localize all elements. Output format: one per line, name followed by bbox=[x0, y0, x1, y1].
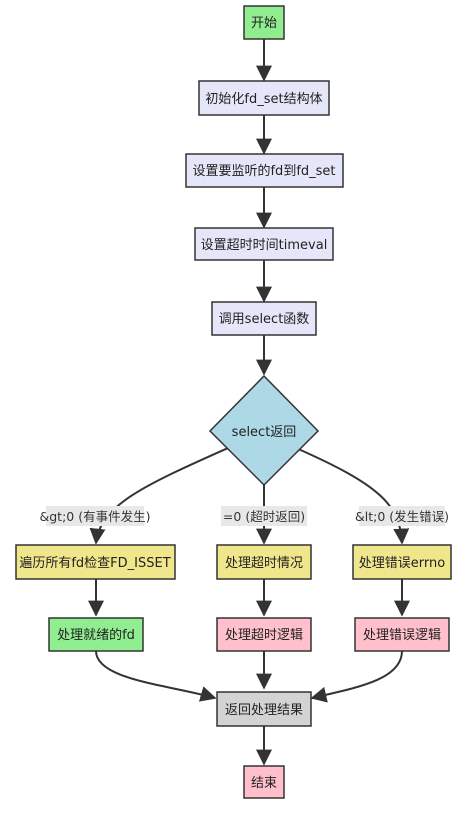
edge-label-gt0: &gt;0 (有事件发生) bbox=[40, 509, 151, 524]
node-error-logic-box bbox=[354, 617, 450, 652]
node-init-box bbox=[198, 80, 330, 116]
node-errno-case-label: 处理错误errno bbox=[359, 556, 445, 571]
node-timeout-case[interactable]: 处理超时情况 bbox=[216, 544, 312, 580]
edge-decision-iterate bbox=[89, 447, 229, 545]
edge-decision-errno bbox=[295, 447, 410, 545]
edge-label-lt0: &lt;0 (发生错误) bbox=[355, 509, 449, 524]
edge-labels: &gt;0 (有事件发生) =0 (超时返回) &lt;0 (发生错误) bbox=[40, 506, 449, 526]
node-timeout-case-label: 处理超时情况 bbox=[225, 556, 303, 571]
node-end-box bbox=[243, 765, 285, 799]
edge-ready-return bbox=[95, 650, 217, 702]
node-errno-case-box bbox=[352, 544, 452, 580]
node-call-select-box bbox=[211, 301, 317, 336]
node-set-timeout-label: 设置超时时间timeval bbox=[201, 238, 328, 253]
nodes: 开始 初始化fd_set结构体 设置要监听的fd到fd_set 设置超时时间ti… bbox=[15, 5, 452, 799]
node-timeout-logic-box bbox=[216, 617, 312, 652]
node-set-fd-box bbox=[185, 153, 344, 188]
node-start-label: 开始 bbox=[251, 16, 277, 31]
node-decision[interactable]: select返回 bbox=[208, 374, 320, 487]
node-return-result-label: 返回处理结果 bbox=[225, 703, 303, 718]
node-return-result-box bbox=[216, 691, 312, 727]
node-ready-fd[interactable]: 处理就绪的fd bbox=[48, 617, 144, 652]
node-timeout-logic[interactable]: 处理超时逻辑 bbox=[216, 617, 312, 652]
node-return-result[interactable]: 返回处理结果 bbox=[216, 691, 312, 727]
node-ready-fd-label: 处理就绪的fd bbox=[57, 627, 135, 643]
node-decision-label: select返回 bbox=[232, 425, 297, 440]
edge-errorlogic-return bbox=[310, 650, 403, 703]
node-error-logic-label: 处理错误逻辑 bbox=[363, 628, 441, 643]
edge-label-eq0-bg bbox=[221, 506, 307, 526]
node-end[interactable]: 结束 bbox=[243, 765, 285, 799]
node-iterate[interactable]: 遍历所有fd检查FD_ISSET bbox=[15, 544, 176, 580]
node-start-box bbox=[243, 5, 285, 40]
node-init[interactable]: 初始化fd_set结构体 bbox=[198, 80, 330, 116]
node-start[interactable]: 开始 bbox=[243, 5, 285, 40]
node-timeout-case-box bbox=[216, 544, 312, 580]
node-call-select-label: 调用select函数 bbox=[219, 312, 310, 327]
node-set-fd[interactable]: 设置要监听的fd到fd_set bbox=[185, 153, 344, 188]
node-ready-fd-box bbox=[48, 617, 144, 652]
edge-label-gt0-bg bbox=[46, 506, 144, 526]
node-error-logic[interactable]: 处理错误逻辑 bbox=[354, 617, 450, 652]
node-errno-case[interactable]: 处理错误errno bbox=[352, 544, 452, 580]
edge-label-lt0-bg bbox=[359, 506, 445, 526]
node-timeout-logic-label: 处理超时逻辑 bbox=[225, 628, 303, 643]
node-set-fd-label: 设置要监听的fd到fd_set bbox=[192, 163, 335, 179]
node-init-label: 初始化fd_set结构体 bbox=[205, 92, 322, 107]
node-end-label: 结束 bbox=[251, 776, 277, 791]
node-decision-diamond bbox=[208, 374, 320, 487]
node-call-select[interactable]: 调用select函数 bbox=[211, 301, 317, 336]
node-iterate-label: 遍历所有fd检查FD_ISSET bbox=[19, 555, 170, 571]
node-set-timeout-box bbox=[194, 227, 334, 261]
edge-label-eq0: =0 (超时返回) bbox=[223, 509, 305, 524]
node-set-timeout[interactable]: 设置超时时间timeval bbox=[194, 227, 334, 261]
edges bbox=[88, 39, 410, 766]
node-iterate-box bbox=[15, 544, 176, 580]
